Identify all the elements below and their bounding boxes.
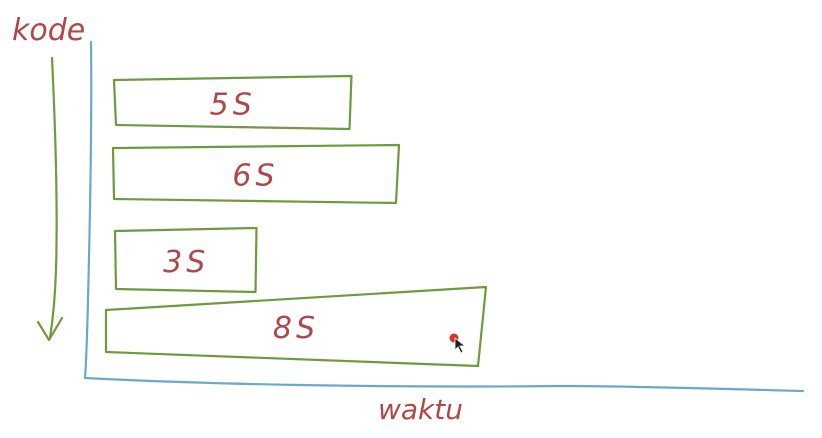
- y-axis-line: [83, 40, 93, 380]
- bar-5s: [112, 74, 353, 131]
- x-axis-label: waktu: [378, 393, 463, 426]
- bar-8s: [104, 285, 488, 368]
- bar-3s: [113, 226, 258, 294]
- down-arrow-icon: [36, 56, 64, 342]
- bars-group: 5S 6S 3S 8S: [104, 74, 488, 368]
- bar-6s: [111, 143, 401, 205]
- bar-label-6s: 6S: [232, 159, 278, 194]
- y-axis-label: kode: [12, 13, 85, 48]
- bar-label-3s: 3S: [163, 245, 209, 280]
- bar-label-5s: 5S: [210, 88, 256, 123]
- bar-label-8s: 8S: [273, 311, 319, 346]
- x-axis-line: [83, 376, 805, 393]
- pointer-cursor-icon: [449, 333, 467, 354]
